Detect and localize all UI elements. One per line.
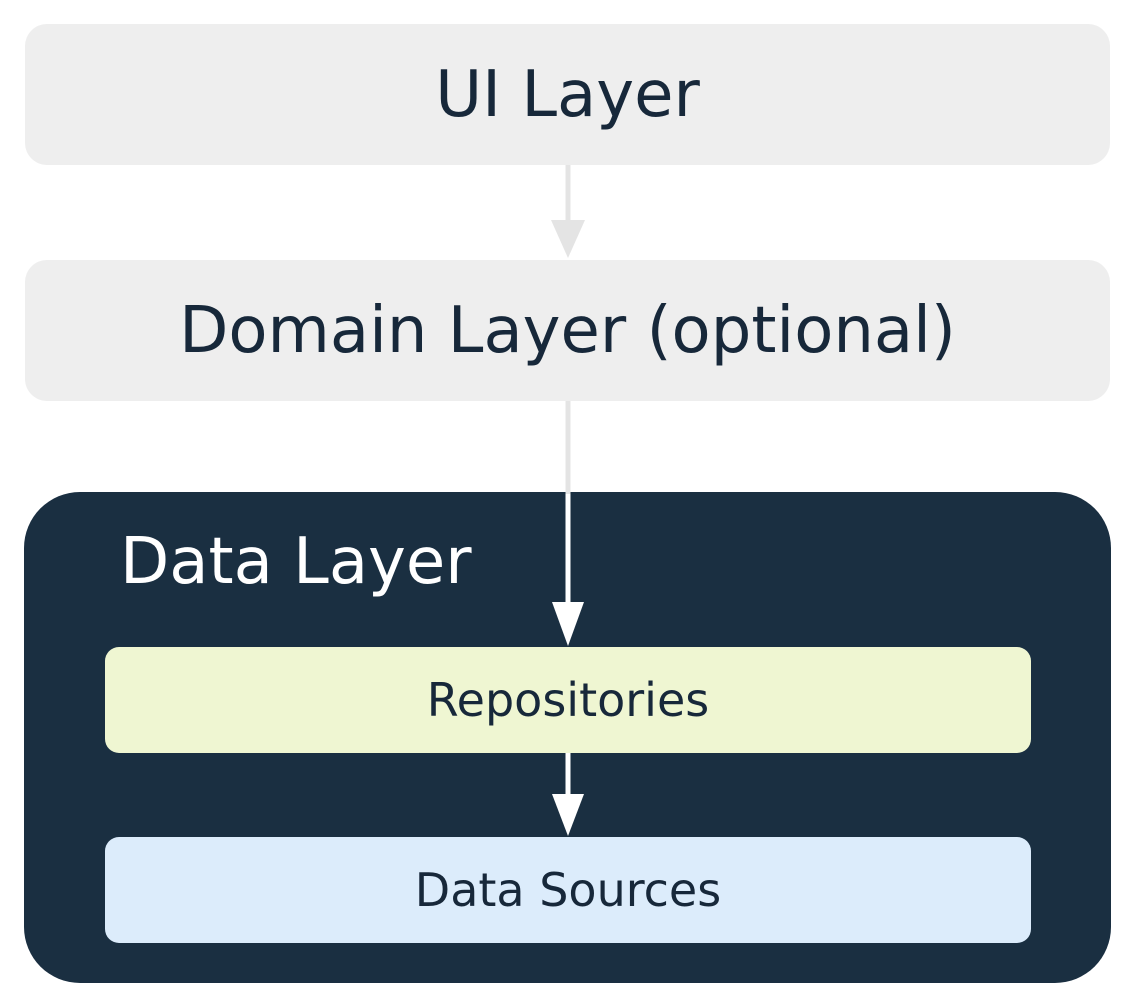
data-layer-box: Data Layer Repositories Data Sources xyxy=(24,492,1111,983)
ui-layer-box: UI Layer xyxy=(25,24,1110,165)
data-sources-box: Data Sources xyxy=(105,837,1031,943)
domain-layer-box: Domain Layer (optional) xyxy=(25,260,1110,401)
data-layer-title: Data Layer xyxy=(120,525,472,599)
repositories-box: Repositories xyxy=(105,647,1031,753)
domain-layer-label: Domain Layer (optional) xyxy=(179,293,956,368)
ui-to-domain-arrow xyxy=(551,165,585,258)
repositories-label: Repositories xyxy=(426,673,710,727)
data-sources-label: Data Sources xyxy=(414,863,722,917)
ui-layer-label: UI Layer xyxy=(435,57,700,132)
